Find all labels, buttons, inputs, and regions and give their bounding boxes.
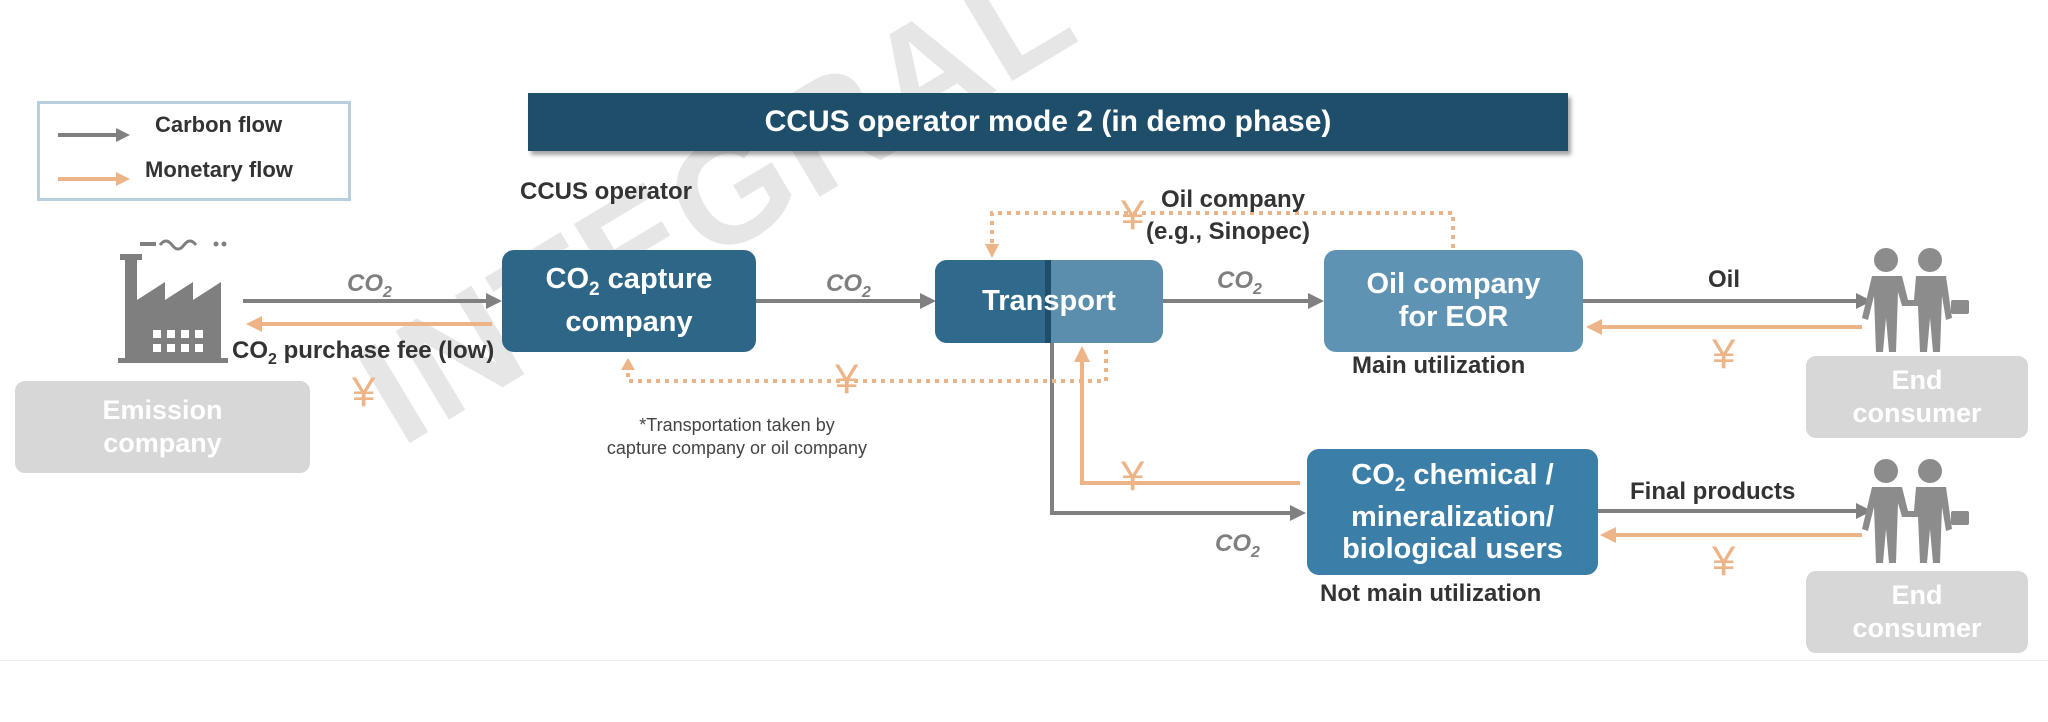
oil-company-eor-box[interactable]: Oil company for EOR [1324, 250, 1583, 352]
legend-monetary-label: Monetary flow [145, 157, 293, 182]
yen-icon-5: ¥ [1712, 330, 1736, 377]
yen-icon-2: ¥ [835, 355, 859, 402]
final-products-label: Final products [1630, 478, 1796, 505]
legend: Carbon flow Monetary flow [37, 101, 351, 201]
oil-flow-label: Oil [1708, 266, 1741, 293]
money-arrowhead-4 [1600, 527, 1616, 543]
yen-icon-6: ¥ [1712, 537, 1736, 584]
handshake-people-icon-1 [1862, 248, 1969, 352]
handshake-people-icon-2 [1862, 459, 1969, 563]
transport-box[interactable]: Transport [935, 260, 1163, 343]
factory-icon [118, 239, 228, 363]
co2-label-3: CO2 [1217, 267, 1262, 298]
footer-divider [0, 660, 2048, 661]
money-arrowhead-2 [1586, 319, 1602, 335]
co2-arrow-transport-to-chemical [1050, 343, 1290, 515]
co2-label-1: CO2 [347, 270, 392, 301]
legend-arrows [58, 128, 130, 186]
co2-arrowhead-4 [1290, 505, 1306, 521]
yen-icon-4: ¥ [1121, 452, 1145, 499]
end-consumer-box-1[interactable]: End consumer [1806, 356, 2028, 438]
yen-icon-3: ¥ [1121, 191, 1145, 238]
legend-carbon-arrowhead [116, 128, 130, 142]
end-consumer-box-2[interactable]: End consumer [1806, 571, 2028, 653]
page-title: CCUS operator mode 2 (in demo phase) [528, 93, 1568, 151]
co2-arrowhead-1 [486, 293, 502, 309]
oil-arrowhead [1856, 293, 1872, 309]
purchase-fee-label: CO2 purchase fee (low) [232, 337, 495, 368]
money-arrowhead-1 [246, 316, 262, 332]
capture-company-label: CO2 capture company [545, 263, 713, 338]
oil-company-header-line1: Oil company [1161, 186, 1306, 213]
transport-note: *Transportation taken by capture company… [606, 415, 868, 458]
oil-company-header-line2: (e.g., Sinopec) [1146, 218, 1311, 245]
transport-box-divider [1045, 260, 1051, 343]
main-utilization-label: Main utilization [1352, 352, 1526, 379]
co2-label-2: CO2 [826, 270, 871, 301]
not-main-utilization-label: Not main utilization [1320, 580, 1542, 607]
co2-arrowhead-3 [1308, 293, 1324, 309]
money-arrow-chemical-to-transport [1080, 362, 1300, 485]
yen-icon-1: ¥ [352, 368, 376, 415]
capture-company-box[interactable]: CO2 capture company [502, 250, 756, 352]
money-dotted-arrowhead-2 [621, 358, 635, 370]
chemical-users-box[interactable]: CO2 chemical / mineralization/ biologica… [1307, 449, 1598, 575]
legend-monetary-arrowhead [116, 172, 130, 186]
transport-box-left-half [935, 260, 1049, 343]
emission-company-box[interactable]: Emission company [15, 381, 310, 473]
products-arrowhead [1856, 503, 1872, 519]
money-dotted-arrowhead-1 [985, 244, 999, 258]
co2-arrowhead-2 [920, 293, 936, 309]
transport-label: Transport [982, 285, 1116, 317]
co2-label-4: CO2 [1215, 530, 1260, 561]
ccus-operator-label: CCUS operator [520, 178, 693, 205]
oil-company-eor-label: Oil company for EOR [1366, 268, 1541, 333]
money-arrowhead-3 [1074, 346, 1090, 362]
money-dotted-transport-to-capture [626, 350, 1108, 383]
chemical-users-label: CO2 chemical / mineralization/ biologica… [1342, 458, 1563, 566]
legend-carbon-label: Carbon flow [155, 112, 283, 137]
